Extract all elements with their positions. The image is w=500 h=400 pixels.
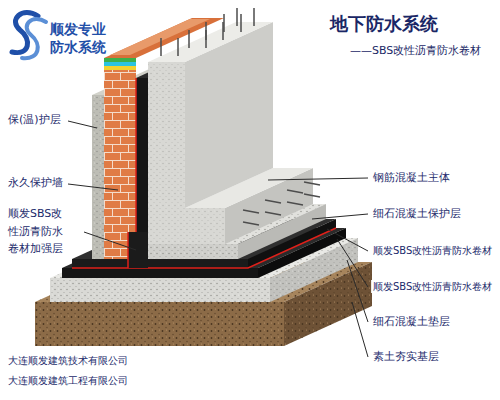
cushion-texture xyxy=(50,278,270,302)
company-name: 大连顺发建筑技术有限公司 xyxy=(8,354,128,367)
rebar-bar xyxy=(304,194,320,197)
subtitle: ——SBS改性沥青防水卷材 xyxy=(350,44,481,58)
rebar-bar xyxy=(253,8,255,26)
membrane-front xyxy=(136,78,148,259)
soil-texture xyxy=(35,302,284,346)
rebar-bar xyxy=(177,38,179,56)
leader-line xyxy=(68,121,97,128)
rebar-bar xyxy=(236,8,238,26)
leader-line xyxy=(268,178,368,180)
rebar-bar xyxy=(240,14,242,32)
wall-top xyxy=(148,22,273,62)
membrane-edge xyxy=(127,232,129,268)
membrane-front xyxy=(62,268,258,278)
rebar-bar xyxy=(160,38,162,56)
cap-strip xyxy=(104,66,136,70)
soil-front xyxy=(35,302,284,346)
brick-front xyxy=(104,70,136,259)
leader-line xyxy=(327,229,368,251)
protection-front xyxy=(148,244,238,259)
rebar-bar xyxy=(243,222,259,225)
layer-label: 细石混凝土保护层 xyxy=(371,207,463,221)
concrete-texture xyxy=(148,62,225,244)
leader-line xyxy=(337,239,368,287)
insulation-texture xyxy=(92,95,104,259)
logo-text: 顺发专业 防水系统 xyxy=(50,20,112,56)
membrane-front xyxy=(72,259,248,268)
layer-label: 钢筋混凝土主体 xyxy=(371,171,452,185)
rebar xyxy=(161,8,320,225)
cushion-front xyxy=(50,278,270,302)
insulation-front xyxy=(92,95,104,259)
rebar-bar xyxy=(223,14,225,32)
rebar-bar xyxy=(287,202,303,205)
reinforcement-layer xyxy=(128,232,148,268)
rebar-bar xyxy=(265,200,281,203)
membrane-edge xyxy=(135,78,137,232)
logo-stroke xyxy=(22,19,46,58)
leader-line xyxy=(84,232,136,250)
rebar-bar xyxy=(188,30,190,48)
company-name: 大连顺发建筑工程有限公司 xyxy=(8,374,128,387)
leader-line xyxy=(68,184,118,190)
rebar-bar xyxy=(205,22,207,40)
logo-symbol xyxy=(12,13,46,59)
leader-line xyxy=(352,302,368,357)
layer-label: 永久保护墙 xyxy=(8,176,63,190)
leader-line xyxy=(347,260,368,322)
rebar-bar xyxy=(265,212,281,215)
layer-label: 顺发SBS改性沥青防水卷材 xyxy=(371,280,494,293)
rebar-bar xyxy=(287,190,303,193)
cap-strip xyxy=(104,62,136,66)
leader-lines xyxy=(68,121,368,357)
layer-label: 保(温)护层 xyxy=(8,113,61,127)
diagram-title: 地下防水系统 xyxy=(330,12,438,35)
rebar-bar xyxy=(304,182,320,185)
concrete-body xyxy=(148,22,313,244)
cap-strip xyxy=(104,58,136,62)
wall-front xyxy=(148,62,225,244)
layer-label: 细石混凝土垫层 xyxy=(371,315,452,329)
layer-label: 顺发SBS改性沥青防水卷材 xyxy=(371,244,494,257)
protection-texture xyxy=(148,244,238,259)
layer-label: 素土夯实基层 xyxy=(371,350,441,364)
leader-line xyxy=(312,214,368,219)
layer-label: 顺发SBS改 性沥青防水 卷材加强层 xyxy=(8,205,84,258)
rebar-bar xyxy=(243,210,259,213)
